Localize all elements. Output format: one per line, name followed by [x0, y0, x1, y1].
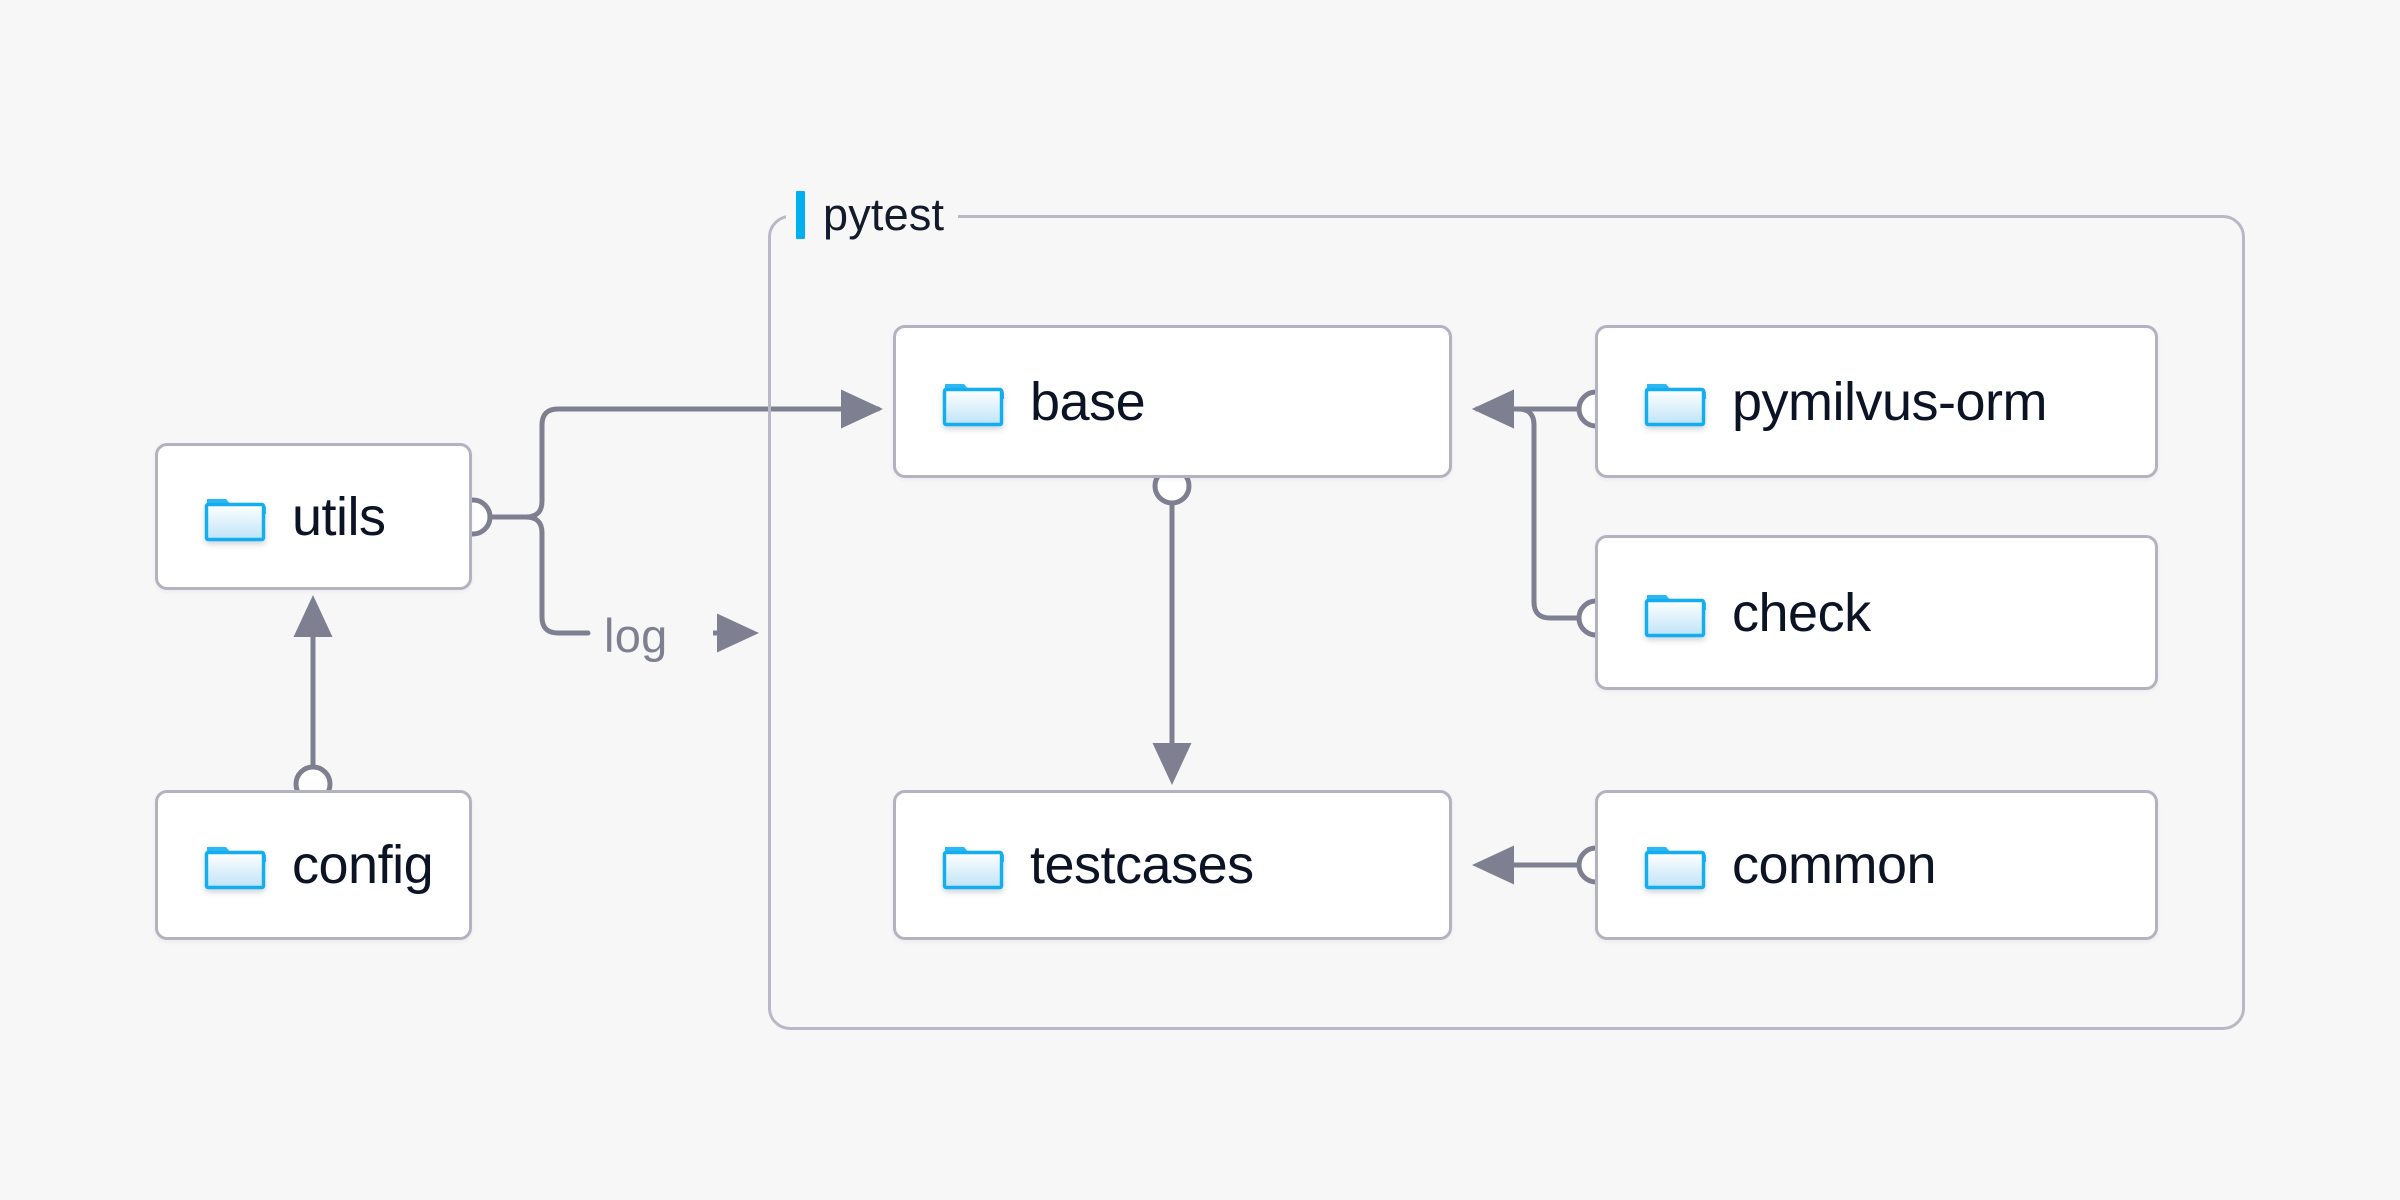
node-content: common	[1598, 834, 1937, 896]
folder-icon	[204, 498, 266, 541]
edge-config-to-utils	[293, 595, 333, 804]
node-content: pymilvus-orm	[1598, 371, 2048, 433]
node-label-base: base	[1030, 371, 1146, 432]
group-label-pytest[interactable]: pytest	[786, 186, 959, 244]
node-content: utils	[158, 486, 386, 548]
group-container-pytest[interactable]	[768, 215, 2245, 1030]
node-check[interactable]: check	[1595, 535, 2158, 690]
node-base[interactable]: base	[893, 325, 1452, 478]
folder-icon	[1644, 847, 1706, 890]
node-content: base	[896, 371, 1146, 433]
node-config[interactable]: config	[155, 790, 472, 940]
folder-icon	[1644, 594, 1706, 637]
node-label-check: check	[1732, 582, 1871, 643]
node-content: check	[1598, 582, 1871, 644]
edge-label-log-label[interactable]: log	[604, 609, 668, 662]
node-label-config: config	[292, 835, 434, 895]
node-common[interactable]: common	[1595, 790, 2158, 940]
group-label-text: pytest	[823, 189, 945, 240]
folder-icon	[942, 383, 1004, 426]
node-content: testcases	[896, 834, 1254, 896]
node-testcases[interactable]: testcases	[893, 790, 1452, 940]
node-pymilvus-orm[interactable]: pymilvus-orm	[1595, 325, 2158, 478]
folder-icon	[204, 847, 266, 890]
folder-icon	[1644, 383, 1706, 426]
node-label-utils: utils	[292, 486, 386, 547]
node-label-testcases: testcases	[1030, 835, 1254, 895]
group-accent-bar	[796, 191, 805, 239]
node-label-common: common	[1732, 835, 1937, 895]
folder-icon	[942, 847, 1004, 890]
node-label-pymilvus-orm: pymilvus-orm	[1732, 371, 2048, 432]
node-content: config	[158, 834, 434, 896]
node-utils[interactable]: utils	[155, 443, 472, 590]
